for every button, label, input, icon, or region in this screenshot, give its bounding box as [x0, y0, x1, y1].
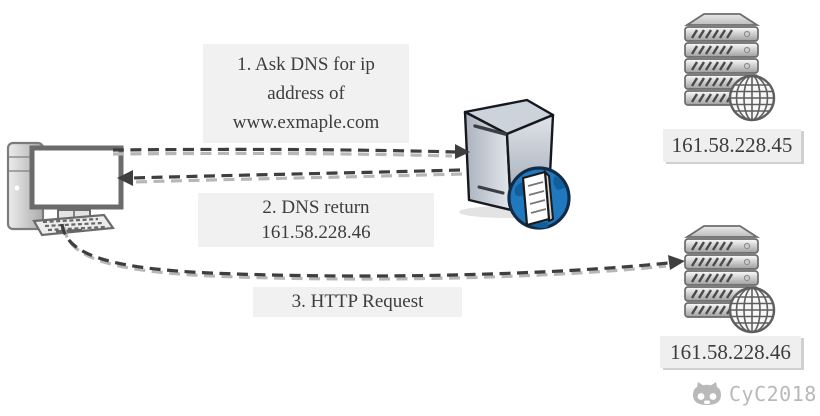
step1-line2: address of: [267, 83, 345, 104]
step2-note: 2. DNS return 161.58.228.46: [198, 193, 434, 247]
web-server-1-icon: [683, 12, 776, 122]
step2-line1: 2. DNS return: [262, 197, 370, 218]
step3-label: 3. HTTP Request: [291, 291, 424, 312]
arrow-dns-request: [112, 144, 470, 159]
web-server-2-ip-label: 161.58.228.46: [660, 336, 801, 368]
step1-line1: 1. Ask DNS for ip: [237, 54, 375, 75]
arrow-dns-response: [117, 168, 463, 186]
web-server-1-ip-label: 161.58.228.45: [663, 129, 801, 162]
client-computer-icon: [6, 141, 124, 237]
web-server-2-icon: [683, 224, 776, 334]
dns-record-badge-icon: [507, 166, 571, 230]
cat-logo-icon: [693, 382, 721, 405]
dns-server-icon: [459, 98, 571, 230]
watermark-text: CyC2018: [729, 382, 817, 406]
step3-note: 3. HTTP Request: [253, 287, 462, 317]
arrow-http-request: [60, 223, 685, 281]
step1-note: 1. Ask DNS for ip address of www.exmaple…: [203, 44, 409, 143]
step2-line2: 161.58.228.46: [261, 222, 371, 243]
watermark: CyC2018: [690, 379, 817, 409]
step1-line3: www.exmaple.com: [232, 112, 380, 133]
document-icon: [521, 169, 555, 227]
